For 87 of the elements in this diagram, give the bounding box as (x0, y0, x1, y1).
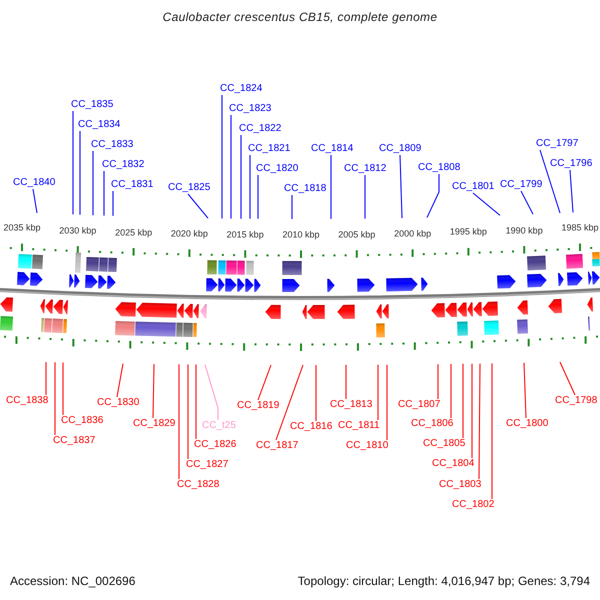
scale-label: 1990 kbp (506, 225, 543, 236)
scale-label: 2005 kbp (338, 229, 376, 240)
footer-text: Accession: NC_002696 (10, 574, 136, 588)
gene-label: CC_1820 (256, 163, 298, 175)
gene-label: CC_1825 (168, 182, 210, 194)
gene-label: CC_1835 (71, 99, 114, 111)
leader-line (450, 364, 452, 418)
gene-label: CC_1821 (248, 143, 290, 155)
gene-label: CC_1840 (13, 177, 56, 189)
gene-label: CC_1829 (133, 418, 176, 430)
gene-label: CC_1822 (239, 123, 282, 135)
scale-label: 2010 kbp (282, 229, 320, 240)
gene-label: CC_1830 (97, 397, 140, 409)
leader-line (178, 364, 180, 480)
gene-label: CC_t25 (202, 420, 236, 432)
gene-label: CC_1799 (500, 179, 542, 191)
gene-label: CC_1810 (346, 440, 388, 452)
leader-line (72, 110, 74, 215)
gene-label: CC_1833 (91, 139, 134, 151)
leader-line (240, 134, 242, 220)
leader-line (54, 362, 56, 436)
gene-label: CC_1808 (418, 162, 460, 174)
gene-label: CC_1827 (186, 459, 228, 471)
leader-line (32, 188, 38, 214)
gene-label: CC_1796 (550, 158, 592, 170)
leader-line (230, 114, 232, 220)
gene-label: CC_1812 (344, 163, 386, 175)
gene-label: CC_1816 (290, 421, 332, 433)
gene-label: CC_1831 (111, 179, 154, 191)
gene-label: CC_1828 (177, 479, 220, 491)
scale-label: 1985 kbp (561, 222, 599, 234)
gene-label: CC_1807 (398, 399, 440, 411)
leader-line (520, 190, 534, 215)
leader-line (386, 364, 388, 440)
gene-label: CC_1801 (452, 181, 494, 193)
gene-label: CC_1823 (229, 103, 272, 115)
diagram-title: Caulobacter crescentus CB15, complete genome (162, 10, 438, 25)
gene-label: CC_1804 (432, 458, 474, 470)
leader-line (112, 190, 114, 216)
scale-label: 2030 kbp (59, 225, 96, 236)
gene-label: CC_1805 (423, 438, 466, 450)
leader-line (330, 154, 332, 220)
scale-label: 2000 kbp (394, 228, 432, 240)
gene-label: CC_1814 (311, 143, 354, 155)
gene-label: CC_1819 (237, 400, 280, 412)
leader-line (188, 194, 208, 219)
leader-line (400, 154, 402, 219)
leader-line (570, 170, 574, 213)
gene-label: CC_1832 (102, 159, 144, 171)
gene-label: CC_1803 (439, 479, 482, 491)
leader-line (62, 362, 64, 416)
leader-line (364, 174, 366, 220)
gene-label: CC_1813 (330, 399, 372, 411)
scale-label: 1995 kbp (450, 226, 487, 238)
scale-label: 2025 kbp (115, 227, 152, 238)
leader-line (462, 363, 464, 438)
gene-label: CC_1798 (555, 395, 598, 407)
gene-label: CC_1818 (284, 183, 326, 195)
leader-line (524, 362, 526, 418)
leader-line (258, 364, 272, 400)
gene-label: CC_1836 (61, 415, 104, 427)
leader-line (276, 364, 304, 440)
scale-label: 2020 kbp (170, 228, 208, 240)
leader-line (472, 192, 500, 216)
leader-line (478, 363, 480, 480)
leader-line (540, 150, 560, 214)
gene-label: CC_1802 (452, 499, 494, 511)
leader-line (116, 363, 124, 398)
gene-label: CC_1817 (256, 440, 298, 452)
gene-label: CC_1800 (506, 418, 548, 430)
gene-label: CC_1811 (338, 420, 380, 432)
gene-label: CC_1837 (53, 435, 96, 447)
scale-label: 2015 kbp (226, 229, 264, 240)
gene-label: CC_1797 (536, 138, 578, 150)
gene-label: CC_1834 (78, 119, 120, 131)
gene-label: CC_1838 (6, 395, 48, 407)
leader-line (204, 364, 218, 420)
scale-label: 2035 kbp (3, 222, 41, 234)
gene-label: CC_1824 (220, 83, 262, 95)
gene-label: CC_1809 (379, 143, 422, 155)
gene-label: CC_1826 (194, 439, 236, 451)
leader-line (92, 150, 94, 216)
leader-line (152, 364, 154, 418)
leader-line (560, 362, 576, 396)
leader-line (426, 174, 440, 218)
gene-label: CC_1806 (411, 418, 454, 430)
footer-text: Topology: circular; Length: 4,016,947 bp; Genes: 3,794 (298, 574, 590, 588)
